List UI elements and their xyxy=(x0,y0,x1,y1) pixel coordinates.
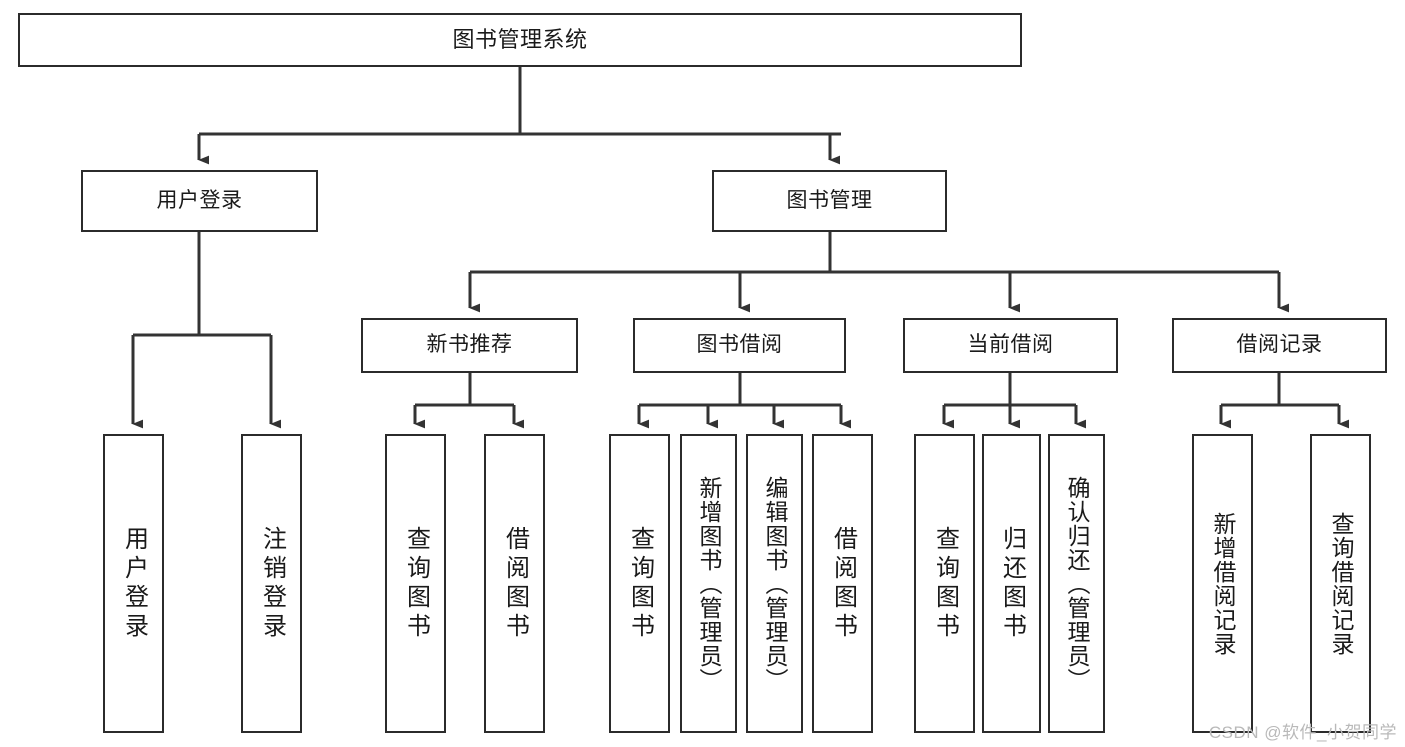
node-label: 查询图书 xyxy=(402,525,430,642)
node-label: 当前借阅 xyxy=(967,333,1054,357)
node-leaf-borrow-query[interactable]: 查询图书 xyxy=(609,434,670,733)
node-new-book-recommend[interactable]: 新书推荐 xyxy=(361,318,578,373)
node-leaf-borrow-edit[interactable]: 编辑图书（管理员） xyxy=(746,434,803,733)
node-root-system[interactable]: 图书管理系统 xyxy=(18,13,1022,67)
node-label: 查询图书 xyxy=(626,525,654,642)
node-label: 新书推荐 xyxy=(426,333,513,357)
node-label: 用户登录 xyxy=(156,188,243,212)
node-leaf-user-login[interactable]: 用户登录 xyxy=(103,434,164,733)
node-label: 查询图书 xyxy=(931,525,959,642)
node-leaf-current-query[interactable]: 查询图书 xyxy=(914,434,975,733)
node-borrow-records[interactable]: 借阅记录 xyxy=(1172,318,1387,373)
node-leaf-current-confirm[interactable]: 确认归还（管理员） xyxy=(1048,434,1105,733)
node-leaf-borrow-add[interactable]: 新增图书（管理员） xyxy=(680,434,737,733)
node-leaf-borrow-borrow[interactable]: 借阅图书 xyxy=(812,434,873,733)
node-current-borrow[interactable]: 当前借阅 xyxy=(903,318,1118,373)
csdn-watermark: CSDN @软件_小贺同学 xyxy=(1208,723,1397,742)
node-leaf-newbook-borrow[interactable]: 借阅图书 xyxy=(484,434,545,733)
node-label: 借阅图书 xyxy=(829,525,857,642)
node-leaf-user-logout[interactable]: 注销登录 xyxy=(241,434,302,733)
node-book-management[interactable]: 图书管理 xyxy=(712,170,947,232)
node-label: 图书管理系统 xyxy=(452,27,588,53)
node-user-login[interactable]: 用户登录 xyxy=(81,170,318,232)
node-label: 编辑图书（管理员） xyxy=(762,475,788,692)
node-label: 图书管理 xyxy=(786,188,873,212)
node-label: 借阅图书 xyxy=(501,525,529,642)
node-label: 确认归还（管理员） xyxy=(1064,475,1090,692)
node-label: 新增借阅记录 xyxy=(1210,511,1236,656)
node-leaf-newbook-query[interactable]: 查询图书 xyxy=(385,434,446,733)
node-leaf-current-return[interactable]: 归还图书 xyxy=(982,434,1041,733)
node-leaf-records-query[interactable]: 查询借阅记录 xyxy=(1310,434,1371,733)
node-book-borrow[interactable]: 图书借阅 xyxy=(633,318,846,373)
node-label: 归还图书 xyxy=(998,525,1026,642)
node-label: 图书借阅 xyxy=(696,333,783,357)
node-label: 注销登录 xyxy=(258,525,286,642)
node-label: 借阅记录 xyxy=(1236,333,1323,357)
node-label: 查询借阅记录 xyxy=(1328,511,1354,656)
node-label: 新增图书（管理员） xyxy=(696,475,722,692)
node-leaf-records-add[interactable]: 新增借阅记录 xyxy=(1192,434,1253,733)
node-label: 用户登录 xyxy=(120,525,148,642)
